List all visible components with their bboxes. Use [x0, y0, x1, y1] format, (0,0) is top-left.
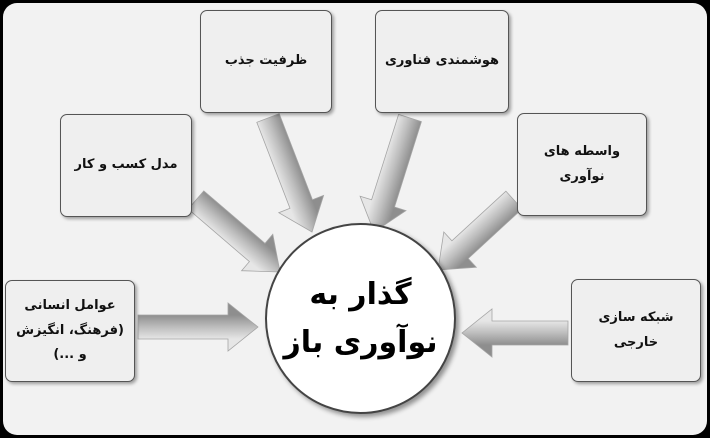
center-circle: گذار به نوآوری باز — [265, 223, 456, 414]
box-tech-intelligence-label: هوشمندی فناوری — [384, 53, 500, 69]
box-external-networking: شبکه سازی خارجی — [571, 279, 701, 382]
box-business-model: مدل کسب و کار — [60, 114, 192, 217]
center-title-line1: گذار به — [309, 276, 412, 312]
box-human-factors: عوامل انسانی (فرهنگ، انگیزش و ...) — [5, 280, 135, 382]
box-business-model-label: مدل کسب و کار — [74, 157, 178, 173]
center-title-line2: نوآوری باز — [283, 324, 438, 360]
arrow-from-absorptive-capacity — [256, 113, 325, 233]
box-human-factors-line3: و ...) — [53, 347, 87, 363]
arrow-from-intermediaries — [437, 190, 523, 271]
arrow-from-human-factors — [137, 302, 259, 352]
arrow-from-business-model — [187, 190, 281, 273]
arrow-from-external-networking — [461, 308, 569, 358]
box-external-networking-line2: خارجی — [613, 334, 659, 350]
box-human-factors-line2: (فرهنگ، انگیزش — [16, 322, 124, 338]
box-intermediaries-line2: نوآوری — [559, 168, 605, 184]
arrow-from-tech-intelligence — [359, 113, 422, 233]
box-tech-intelligence: هوشمندی فناوری — [375, 10, 509, 113]
box-intermediaries: واسطه های نوآوری — [517, 113, 647, 216]
box-intermediaries-line1: واسطه های — [543, 143, 621, 159]
box-human-factors-line1: عوامل انسانی — [24, 297, 116, 313]
box-external-networking-line1: شبکه سازی — [598, 309, 674, 325]
box-absorptive-capacity: ظرفیت جذب — [200, 10, 332, 113]
box-absorptive-capacity-label: ظرفیت جذب — [224, 53, 308, 69]
